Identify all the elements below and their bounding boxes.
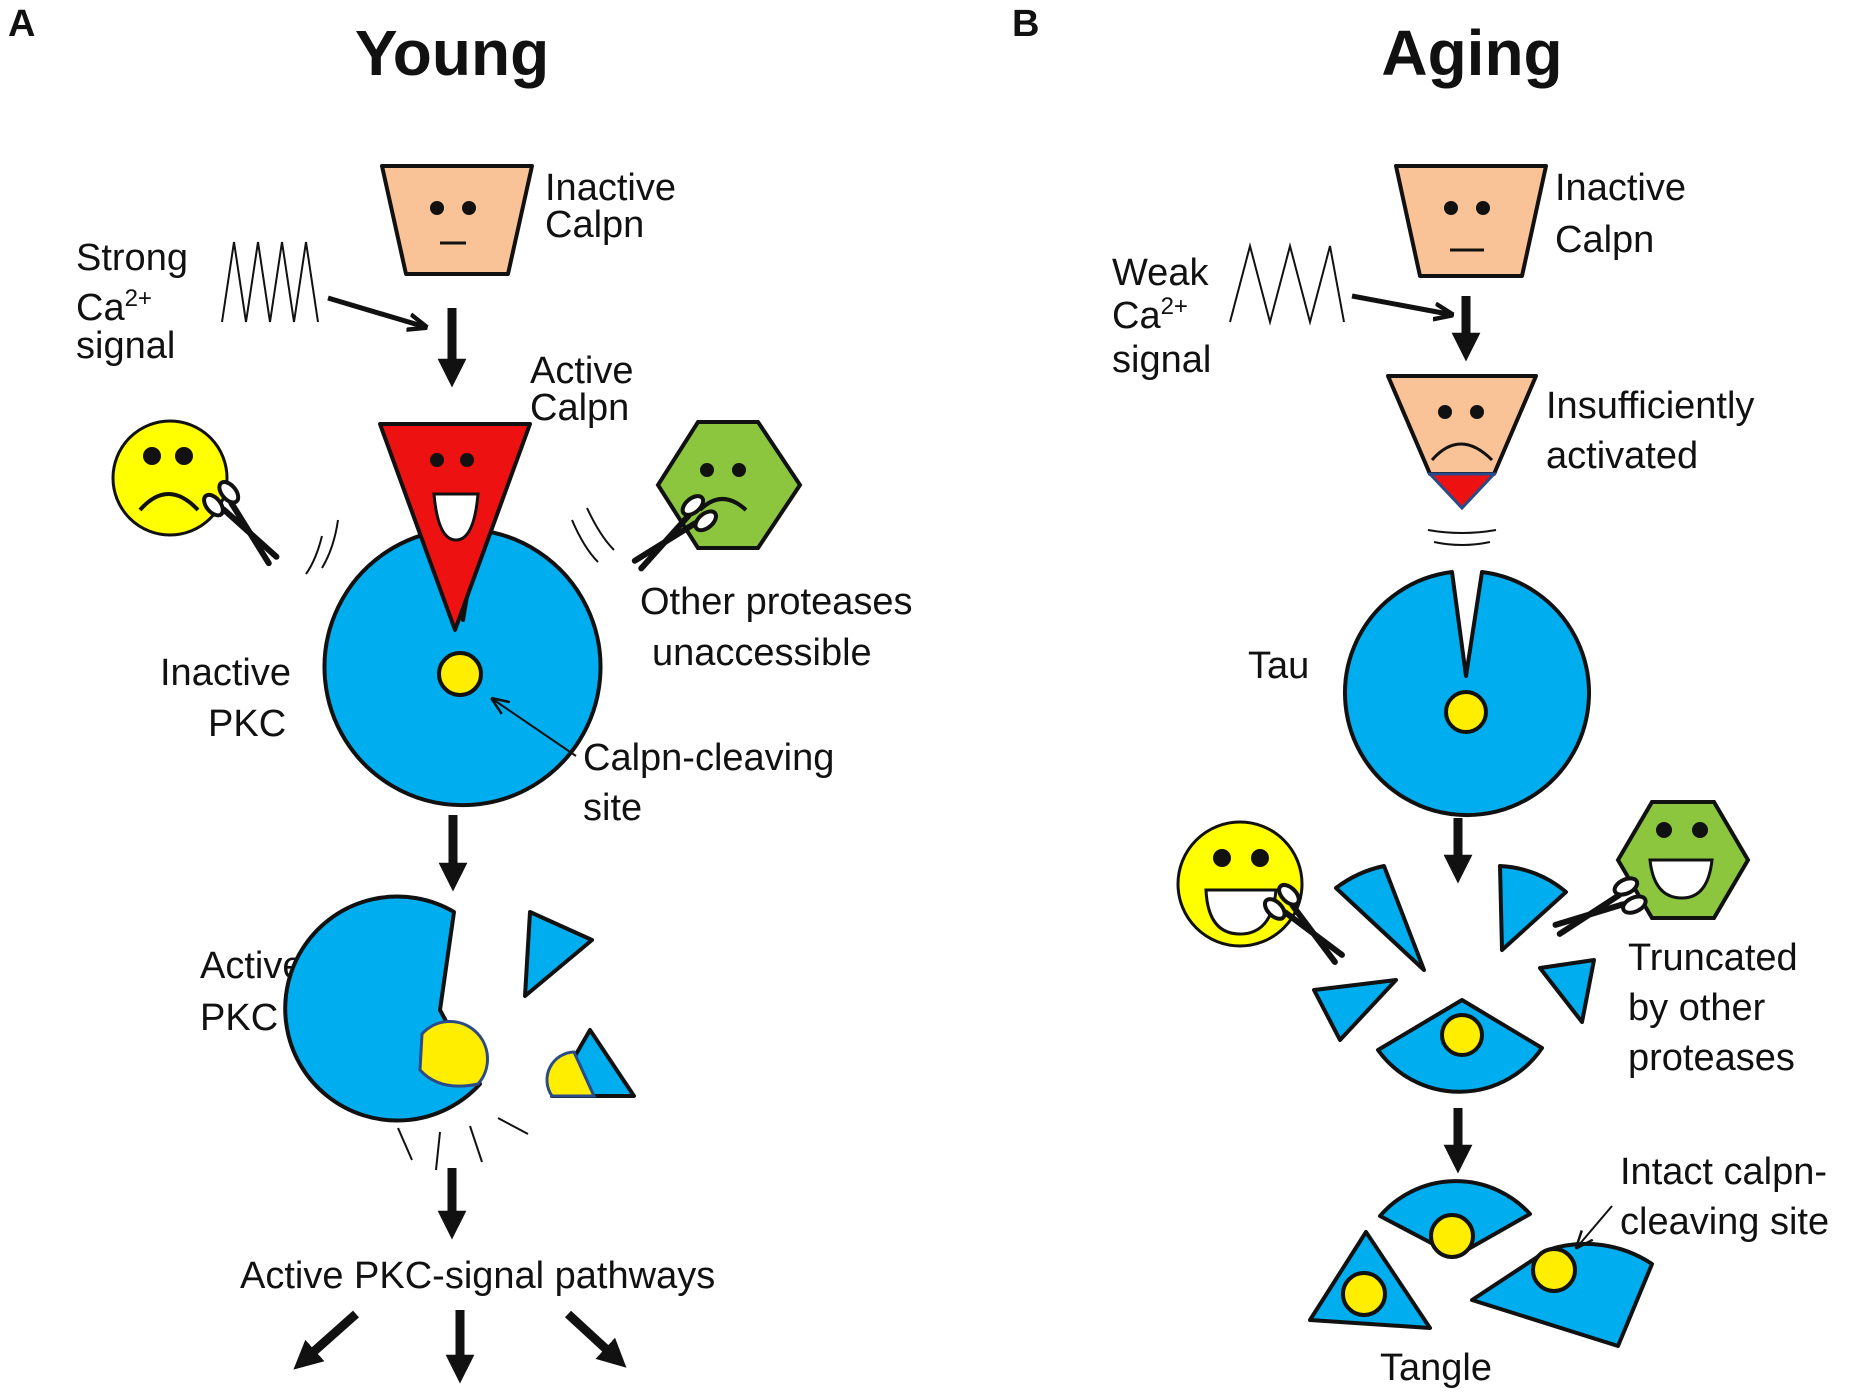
weak-signal-label-1: Weak — [1112, 252, 1209, 294]
pkc-cleaved-icon — [283, 894, 636, 1123]
truncated-label-1: Truncated — [1628, 937, 1798, 979]
scissors-icon — [1550, 875, 1648, 945]
active-pkc-label-1: Active — [200, 945, 303, 987]
inactive-calpn-b-label-2: Calpn — [1555, 219, 1654, 261]
calpain-insufficient-icon — [1386, 374, 1538, 511]
motion-lines — [1427, 529, 1497, 534]
intact-site-label-2: cleaving site — [1620, 1201, 1829, 1243]
inactive-calpn-label-2: Calpn — [545, 204, 644, 246]
motion-lines — [397, 1127, 413, 1161]
strong-signal-wave — [221, 241, 319, 323]
motion-lines — [305, 535, 323, 575]
signal-label-2: Ca2+ — [76, 285, 152, 329]
other-proteases-label-1: Other proteases — [640, 581, 912, 623]
weak-signal-label-3: signal — [1112, 339, 1211, 381]
cleaving-site-label-2: site — [583, 787, 642, 829]
cleaving-site-pointer — [494, 700, 577, 757]
calpain-active-icon — [378, 422, 532, 632]
pathway-arrow-left — [293, 1310, 359, 1370]
active-calpn-label-2: Calpn — [530, 387, 629, 429]
truncated-label-3: proteases — [1628, 1037, 1795, 1079]
happy-face-icon — [1615, 800, 1751, 920]
calpain-inactive-icon — [380, 164, 534, 276]
sad-face-icon — [111, 419, 229, 537]
tau-pie-icon — [1343, 570, 1591, 817]
sad-face-icon — [655, 420, 803, 550]
weak-signal-wave — [1229, 242, 1345, 326]
signal-label-1: Strong — [76, 237, 188, 279]
other-proteases-label-2: unaccessible — [652, 632, 872, 674]
pkc-pie-icon — [322, 528, 603, 808]
cleaving-site-label-1: Calpn-cleaving — [583, 737, 834, 779]
intact-site-pointer — [1578, 1205, 1613, 1246]
signal-arrow — [327, 295, 422, 326]
panel-b-title: Aging — [1381, 17, 1562, 89]
inactive-pkc-label-2: PKC — [208, 703, 286, 745]
panel-a-title: Young — [355, 17, 549, 89]
panel-b-letter: B — [1012, 3, 1039, 45]
pathways-label: Active PKC-signal pathways — [240, 1255, 715, 1297]
inactive-calpn-b-label-1: Inactive — [1555, 167, 1686, 209]
inactive-pkc-label-1: Inactive — [160, 652, 291, 694]
active-pkc-label-2: PKC — [200, 997, 278, 1039]
truncated-label-2: by other — [1628, 987, 1766, 1029]
tangle-label: Tangle — [1380, 1347, 1492, 1389]
active-calpn-label-1: Active — [530, 350, 633, 392]
insufficient-label-1: Insufficiently — [1546, 385, 1754, 427]
weak-signal-label-2: Ca2+ — [1112, 293, 1188, 337]
pathway-arrow-right — [564, 1310, 627, 1368]
tau-label: Tau — [1248, 645, 1309, 687]
insufficient-label-2: activated — [1546, 435, 1698, 477]
tau-fragments-icon — [1312, 864, 1596, 1094]
intact-site-label-1: Intact calpn- — [1620, 1151, 1827, 1193]
weak-signal-arrow — [1351, 293, 1448, 314]
tangle-icon — [1308, 1179, 1654, 1348]
calpain-inactive-icon — [1394, 164, 1548, 278]
inactive-calpn-label-1: Inactive — [545, 167, 676, 209]
signal-label-3: signal — [76, 325, 175, 367]
panel-a-letter: A — [8, 3, 35, 45]
